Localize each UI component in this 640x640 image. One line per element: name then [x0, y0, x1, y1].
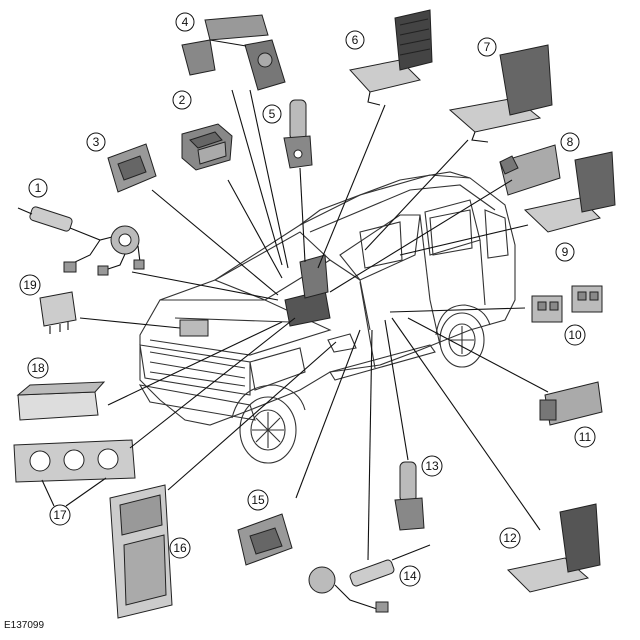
callout-1: 1 — [28, 178, 48, 198]
component-5-motor — [283, 99, 313, 169]
svg-text:12: 12 — [503, 531, 517, 545]
svg-text:11: 11 — [579, 430, 592, 444]
component-19-relay — [39, 291, 77, 334]
figure-reference: E137099 — [4, 620, 45, 631]
callout-labels: 1 2 3 4 5 6 7 8 9 10 11 12 13 14 15 16 1… — [19, 12, 596, 587]
svg-text:15: 15 — [251, 493, 265, 507]
callout-12: 12 — [499, 527, 521, 549]
callout-13: 13 — [421, 455, 443, 477]
svg-text:6: 6 — [352, 33, 359, 47]
svg-text:18: 18 — [31, 361, 45, 375]
callout-10: 10 — [564, 324, 586, 346]
component-14-lumbar-pump — [308, 544, 431, 613]
callout-6: 6 — [345, 30, 365, 50]
callout-9: 9 — [555, 242, 575, 262]
callout-5: 5 — [262, 104, 282, 124]
svg-text:7: 7 — [484, 40, 491, 54]
svg-text:3: 3 — [93, 135, 100, 149]
component-1-lumbar-pump — [17, 206, 145, 276]
component-3-switch-pack — [107, 143, 157, 193]
svg-text:1: 1 — [35, 181, 42, 195]
svg-text:8: 8 — [567, 135, 574, 149]
component-18-module — [16, 381, 106, 421]
component-12-seat — [506, 503, 601, 593]
callout-16: 16 — [169, 537, 191, 559]
svg-text:13: 13 — [425, 459, 439, 473]
leader-lines — [79, 89, 549, 561]
svg-text:16: 16 — [173, 541, 187, 555]
component-4-track-motor — [181, 14, 286, 91]
component-15-switch-pack — [237, 513, 293, 566]
callout-14: 14 — [399, 565, 421, 587]
callout-4: 4 — [175, 12, 195, 32]
component-11-module — [539, 381, 603, 426]
vehicle-illustration — [138, 171, 516, 464]
svg-text:2: 2 — [179, 93, 186, 107]
component-8-module — [499, 144, 561, 196]
callout-8: 8 — [560, 132, 580, 152]
component-17-climate-panel — [13, 439, 136, 483]
callout-11: 11 — [574, 426, 596, 448]
svg-text:4: 4 — [182, 15, 189, 29]
svg-text:17: 17 — [53, 508, 67, 522]
svg-text:9: 9 — [562, 245, 569, 259]
callout-19: 19 — [19, 274, 41, 296]
component-13-motor — [394, 461, 425, 531]
component-16-fuse-box — [109, 484, 173, 619]
svg-text:5: 5 — [269, 107, 276, 121]
svg-text:14: 14 — [403, 569, 417, 583]
component-7-seat — [448, 44, 553, 143]
callout-2: 2 — [172, 90, 192, 110]
svg-text:10: 10 — [568, 328, 582, 342]
component-2-switch-block — [181, 123, 233, 171]
callout-18: 18 — [27, 357, 49, 379]
callout-17: 17 — [49, 504, 71, 526]
callout-15: 15 — [247, 489, 269, 511]
svg-text:19: 19 — [23, 278, 37, 292]
component-6-heater-mat — [349, 9, 433, 106]
component-9-seat — [523, 151, 616, 233]
callout-7: 7 — [477, 37, 497, 57]
component-10-connectors — [531, 285, 603, 323]
callout-3: 3 — [86, 132, 106, 152]
